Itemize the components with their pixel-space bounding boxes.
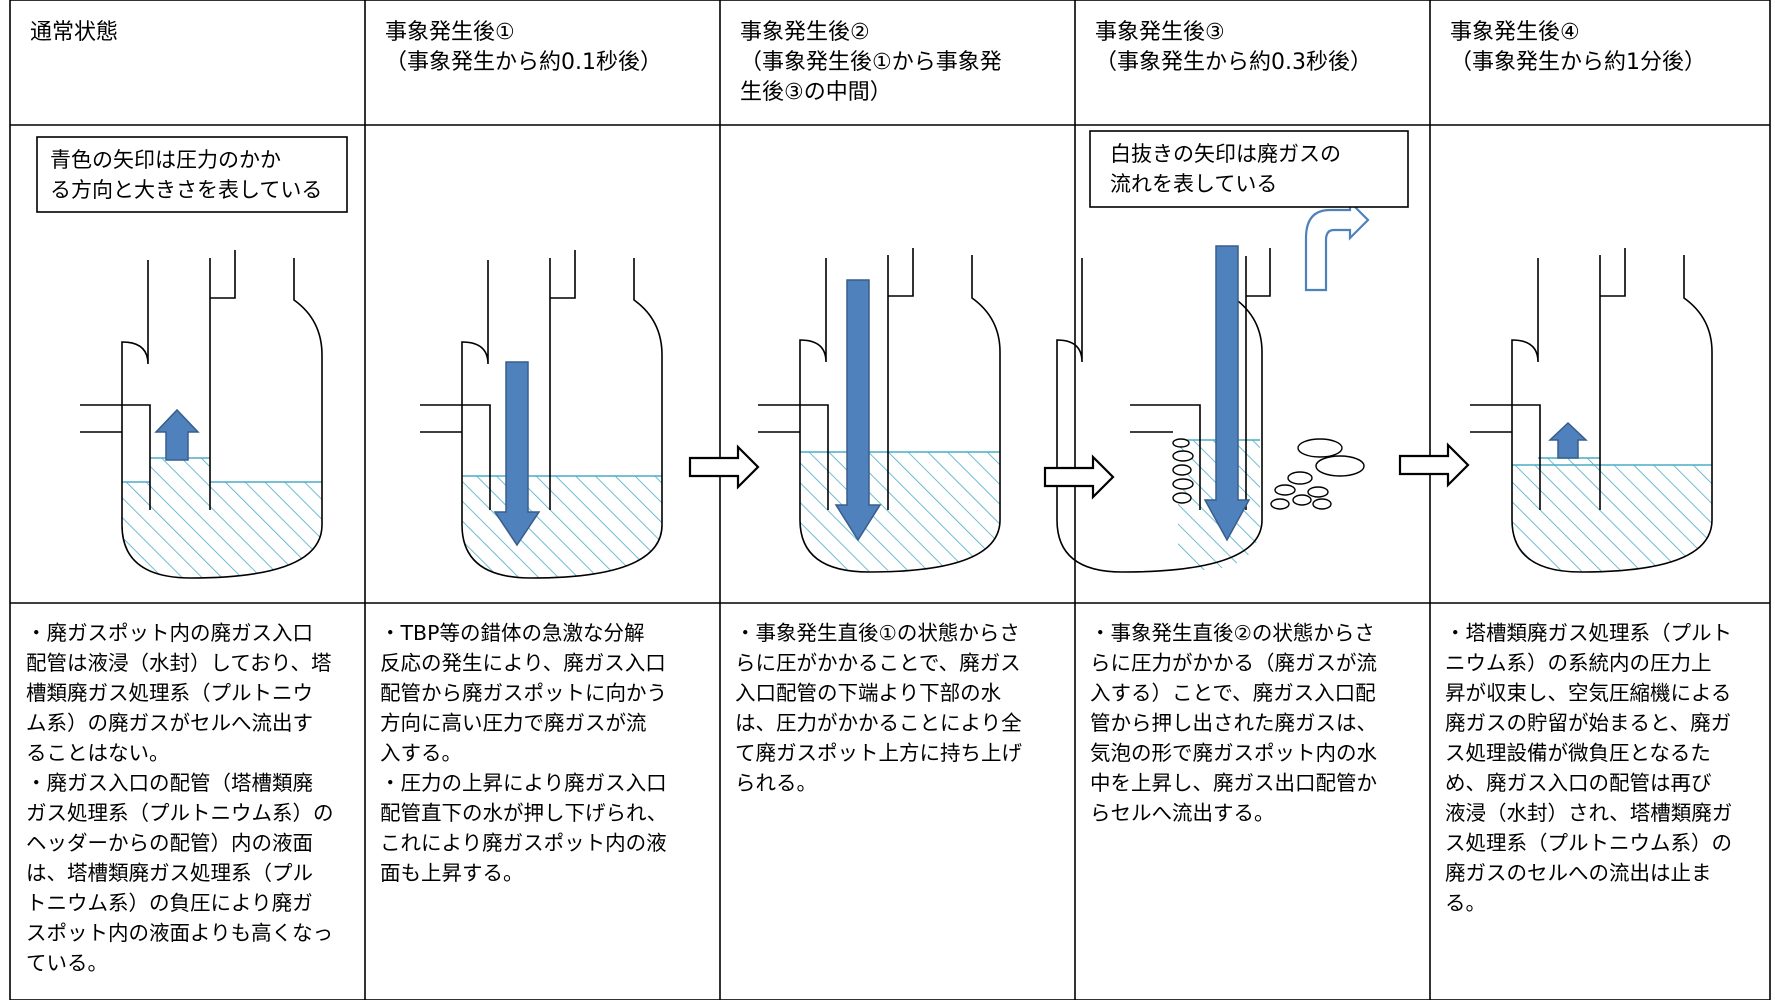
header-event-4: 事象発生後④ （事象発生から約1分後） [1450, 20, 1706, 75]
vessel-event-4 [1470, 248, 1713, 573]
header-event-1: 事象発生後① （事象発生から約0.1秒後） [385, 20, 662, 75]
flow-legend-box [1089, 130, 1409, 208]
description-event-1: ・TBP等の錯体の急激な分解 反応の発生により、廃ガス入口 配管から廃ガスポット… [380, 621, 668, 885]
description-event-3: ・事象発生直後②の状態からさ らに圧力がかかる（廃ガスが流 入する）ことで、廃ガ… [1090, 621, 1377, 825]
pressure-arrow-note: 青色の矢印は圧力のかか る方向と大きさを表している [50, 148, 323, 202]
vessel-event-2 [758, 248, 1001, 573]
transition-arrow-1 [688, 444, 760, 490]
vessel-normal [80, 250, 323, 579]
transition-arrows [688, 442, 1470, 500]
gas-flow-arrow-note: 白抜きの矢印は廃ガスの 流れを表している [1110, 142, 1341, 196]
vessel-event-3 [1056, 199, 1370, 573]
table-grid [9, 0, 1771, 1000]
description-event-2: ・事象発生直後①の状態からさ らに圧がかかることで、廃ガス 入口配管の下端より下… [735, 621, 1022, 795]
transition-arrow-2 [1043, 454, 1115, 500]
header-normal-state: 通常状態 [30, 20, 119, 45]
header-event-3: 事象発生後③ （事象発生から約0.3秒後） [1095, 20, 1372, 75]
pressure-legend-box [36, 136, 348, 213]
description-event-4: ・塔槽類廃ガス処理系（プルト ニウム系）の系統内の圧力上 昇が収束し、空気圧縮機… [1445, 621, 1733, 915]
vessel-event-1 [420, 250, 663, 579]
description-normal-state: ・廃ガスポット内の廃ガス入口 配管は液浸（水封）しており、塔 槽類廃ガス処理系（… [26, 621, 334, 975]
transition-arrow-3 [1398, 442, 1470, 488]
header-event-2: 事象発生後② （事象発生後①から事象発 生後③の中間） [740, 20, 1002, 105]
